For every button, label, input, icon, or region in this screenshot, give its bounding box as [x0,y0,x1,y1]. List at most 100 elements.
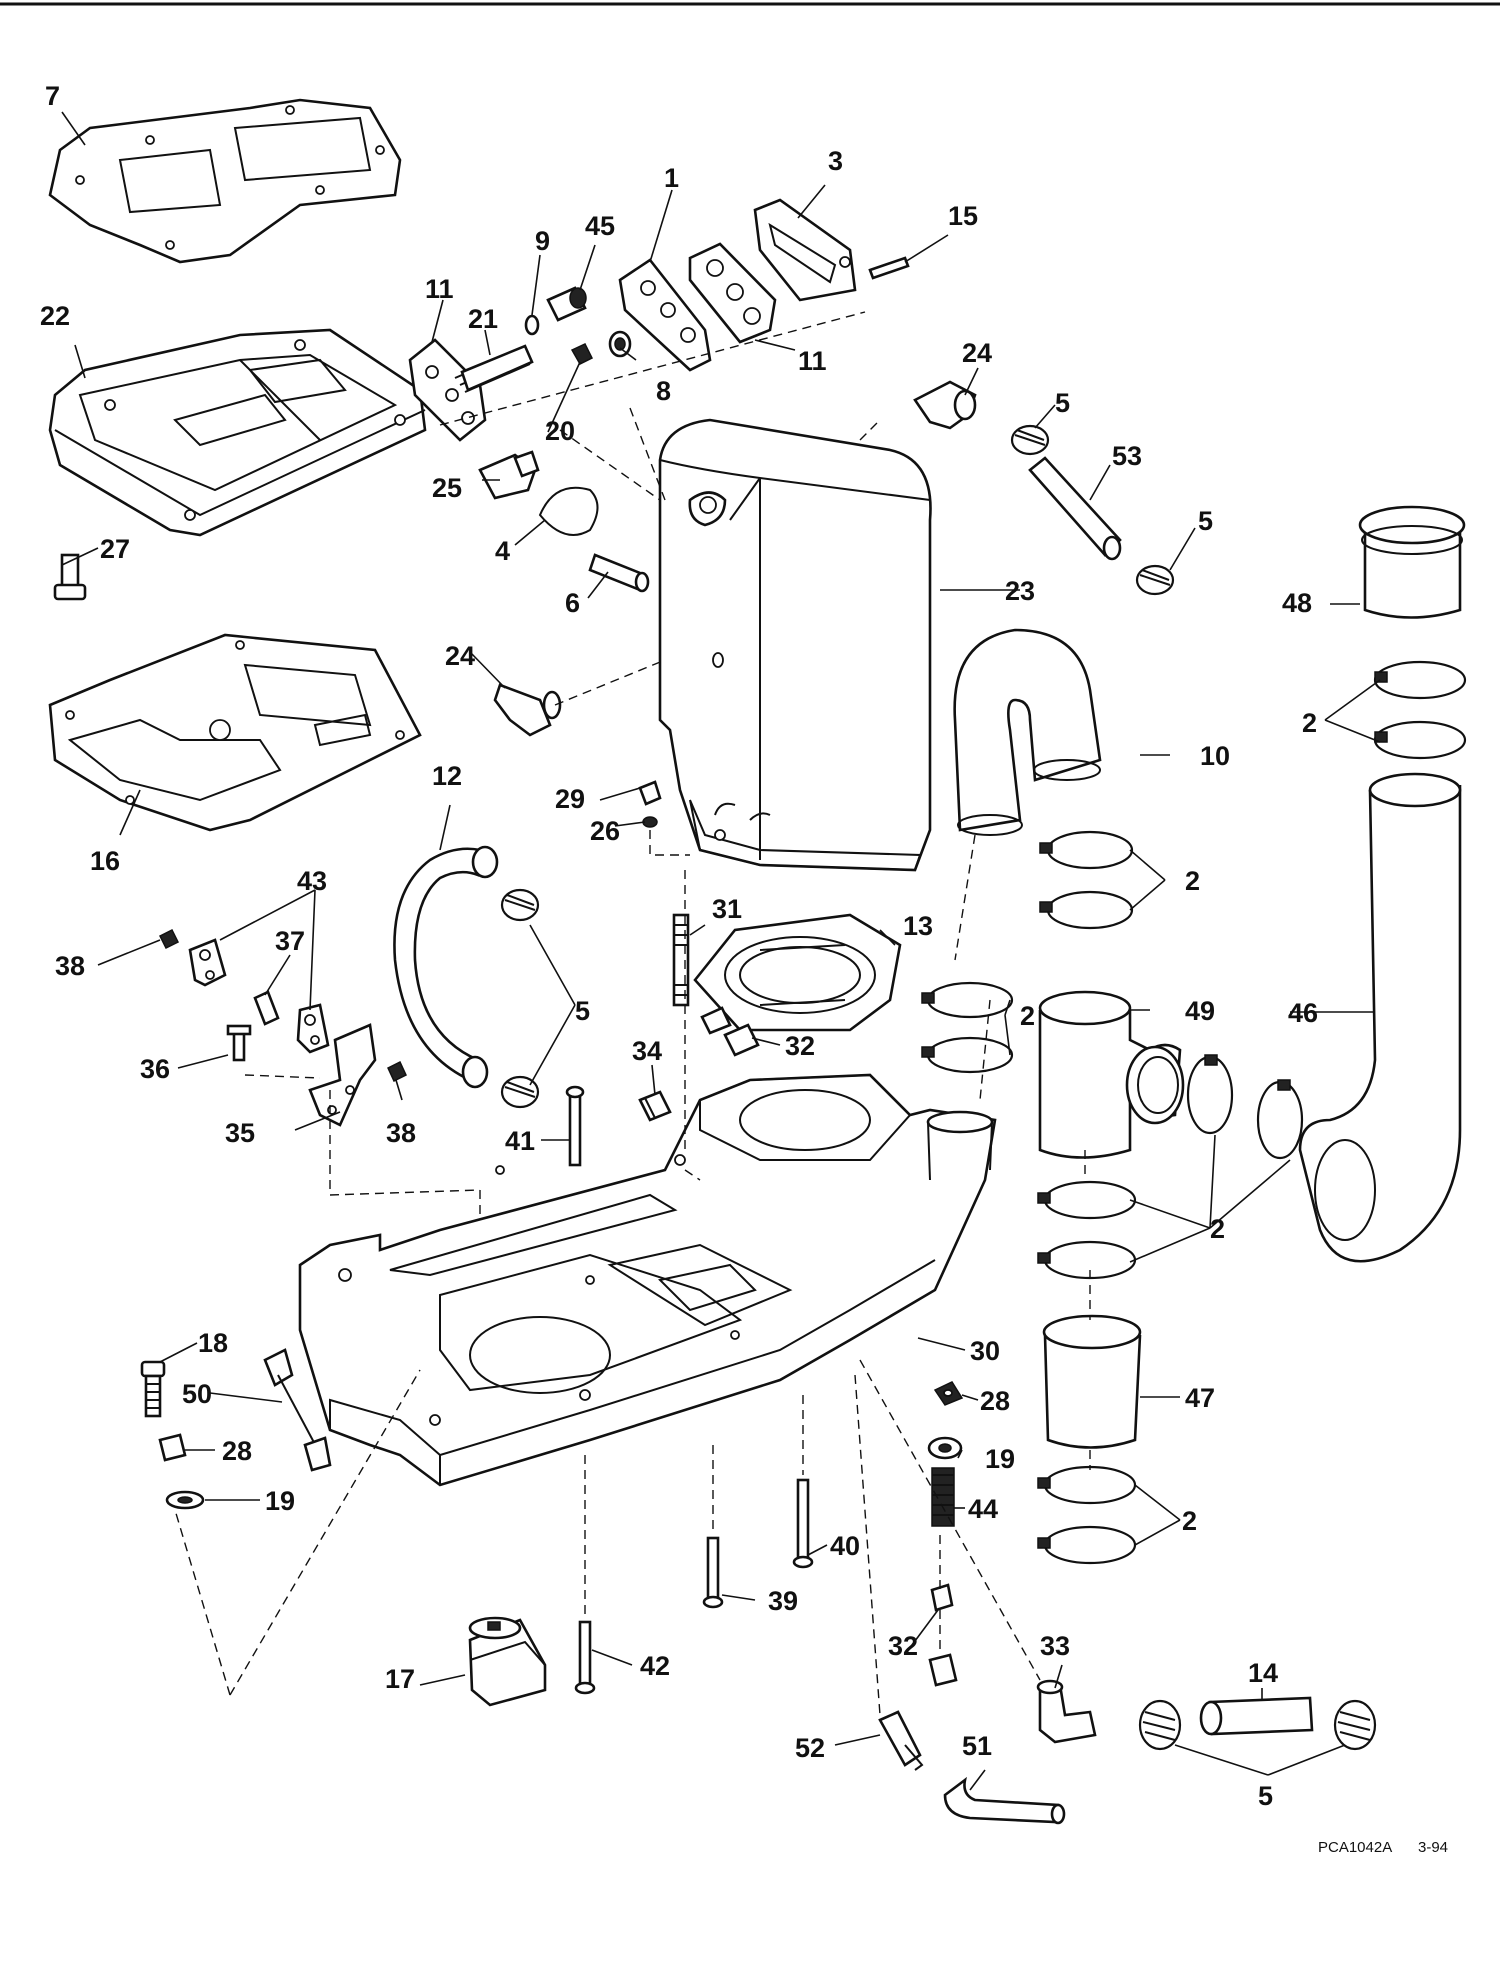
callout-13: 13 [903,911,933,941]
part-9-o-ring [524,314,540,336]
drawing-code: PCA1042A [1318,1839,1392,1856]
part-2-clamps-side [1186,1054,1304,1160]
part-34-fitting [638,1090,672,1122]
callout-31: 31 [712,894,742,924]
callout-34: 34 [632,1036,662,1066]
part-14-hose [1199,1696,1314,1736]
part-37-screw [253,990,280,1026]
revision-date: 3-94 [1418,1839,1448,1856]
part-28-nut-left [158,1433,187,1462]
part-21-spring [454,344,534,393]
callout-labels: 7 3 1 45 9 15 22 11 21 11 8 20 24 5 53 2… [40,81,1318,1811]
callout-53: 53 [1112,441,1142,471]
callout-40: 40 [830,1531,860,1561]
callout-38-upper: 38 [55,951,85,981]
callout-6: 6 [565,588,580,618]
callout-20: 20 [545,416,575,446]
part-47-sleeve [1042,1314,1142,1449]
part-49-tee [1038,990,1185,1159]
callout-5-bottom: 5 [1258,1781,1273,1811]
part-18-bolt [140,1360,166,1418]
callout-32-upper: 32 [785,1031,815,1061]
part-2-clamps-top-right [1373,660,1467,760]
part-29-nut [638,780,662,806]
callout-21: 21 [468,304,498,334]
part-43-bracket-upper [188,938,227,987]
callout-18: 18 [198,1328,228,1358]
callout-51: 51 [962,1731,992,1761]
part-51-hose [943,1776,1066,1825]
callout-47: 47 [1185,1383,1215,1413]
part-42-bolt [574,1620,596,1695]
part-32-fitting-upper [700,1006,760,1057]
part-22-adapter-housing [48,328,427,537]
callout-15: 15 [948,201,978,231]
callout-52: 52 [795,1733,825,1763]
part-5-clamp-hose-bottom [500,1075,540,1109]
part-11-gasket-right [688,242,777,344]
callout-38-lower: 38 [386,1118,416,1148]
part-31-stud [672,913,690,1007]
callout-30: 30 [970,1336,1000,1366]
callout-27: 27 [100,534,130,564]
callout-32-lower: 32 [888,1631,918,1661]
part-28-nut-right [933,1381,964,1406]
callout-8: 8 [656,376,671,406]
callout-39: 39 [768,1586,798,1616]
part-38-nut-upper [158,928,180,950]
callout-12: 12 [432,761,462,791]
part-2-clamps-mid [1039,830,1134,930]
callout-33: 33 [1040,1631,1070,1661]
part-10-bent-tube [953,628,1102,836]
part-36-screw [226,1024,252,1062]
callout-26: 26 [590,816,620,846]
callout-2-top-right: 2 [1302,708,1317,738]
part-5-clamp-left-bottom [1138,1699,1182,1751]
callout-4: 4 [495,536,510,566]
part-19-washer-left [165,1490,205,1510]
part-32-fitting-lower [928,1583,958,1687]
callout-7: 7 [45,81,60,111]
callout-25: 25 [432,473,462,503]
part-26-washer [642,816,658,828]
part-8-seal [608,330,632,358]
part-45-fitting [546,286,587,322]
callout-41: 41 [505,1126,535,1156]
callout-36: 36 [140,1054,170,1084]
callout-42: 42 [640,1651,670,1681]
part-24-elbow-lower [493,683,562,737]
part-23-exhaust-housing [658,418,932,872]
part-5-clamp-hose-top [500,888,540,922]
callout-22: 22 [40,301,70,331]
part-13-gasket [693,913,902,1032]
part-2-clamps-bottom [1037,1465,1137,1565]
callout-28-left: 28 [222,1436,252,1466]
part-30-adapter-plate [298,1073,997,1487]
part-40-bolt [792,1478,814,1569]
callout-16: 16 [90,846,120,876]
part-39-bolt [702,1536,724,1609]
part-27-bolt [53,553,87,601]
callout-14: 14 [1248,1658,1278,1688]
callout-29: 29 [555,784,585,814]
part-44-stud [931,1467,955,1527]
callout-17: 17 [385,1664,415,1694]
part-33-elbow [1036,1679,1097,1744]
leader-lines [61,111,1381,1791]
callout-5-hose: 5 [575,996,590,1026]
callout-44: 44 [968,1494,998,1524]
part-2-clamps-lower [1037,1180,1137,1280]
callout-5-mid: 5 [1198,506,1213,536]
part-16-gasket [48,633,422,832]
callout-45: 45 [585,211,615,241]
part-24-elbow-upper [913,380,977,430]
part-43-bracket-lower [296,1003,330,1054]
callout-2-lower: 2 [1210,1214,1225,1244]
callout-23: 23 [1005,576,1035,606]
callout-10: 10 [1200,741,1230,771]
callout-28-right: 28 [980,1386,1010,1416]
callout-5-upper: 5 [1055,388,1070,418]
callout-9: 9 [535,226,550,256]
part-5-clamp-mid [1135,564,1175,596]
callout-2-mid: 2 [1185,866,1200,896]
